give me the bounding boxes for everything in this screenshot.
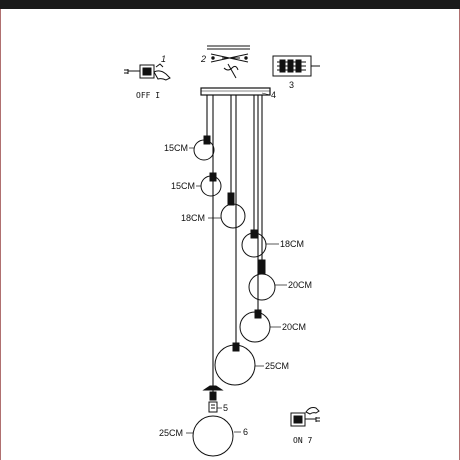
glass-globe-loose [192, 415, 234, 457]
power-on-icon [290, 407, 320, 427]
pendant-label-2: 15CM [171, 181, 195, 191]
suspension-cables [206, 95, 263, 398]
pendant-globe-7 [214, 342, 256, 386]
step4-number: 4 [271, 90, 276, 100]
step1-off-label: OFF I [136, 91, 160, 100]
pendant-label-5: 20CM [288, 280, 312, 290]
wire-connector-icon [272, 55, 320, 77]
pendant-globe-3 [220, 192, 246, 229]
step1-number: 1 [161, 54, 166, 64]
step2-number: 2 [200, 54, 206, 64]
pendant-globe-2 [200, 172, 222, 197]
pendant-label-8: 25CM [159, 428, 183, 438]
pendant-label-4: 18CM [280, 239, 304, 249]
pendant-globe-4 [241, 229, 267, 258]
power-off-icon [124, 63, 171, 81]
pendant-label-6: 20CM [282, 322, 306, 332]
pendant-globe-6 [239, 309, 271, 343]
pendant-label-1: 15CM [164, 143, 188, 153]
step7-on-label: ON 7 [293, 436, 312, 445]
pendant-globe-1 [193, 135, 215, 161]
bulb-holder-socket [202, 385, 224, 413]
pendant-label-3: 18CM [181, 213, 205, 223]
step4-leader [261, 92, 271, 96]
step5-number: 5 [223, 403, 228, 413]
pendant-label-7: 25CM [265, 361, 289, 371]
step6-number: 6 [243, 427, 248, 437]
top-header-bar [0, 0, 460, 9]
pendant-globe-5 [248, 259, 276, 301]
step3-number: 3 [289, 80, 294, 90]
ceiling-canopy [200, 87, 271, 96]
mounting-bracket-icon [207, 45, 250, 79]
